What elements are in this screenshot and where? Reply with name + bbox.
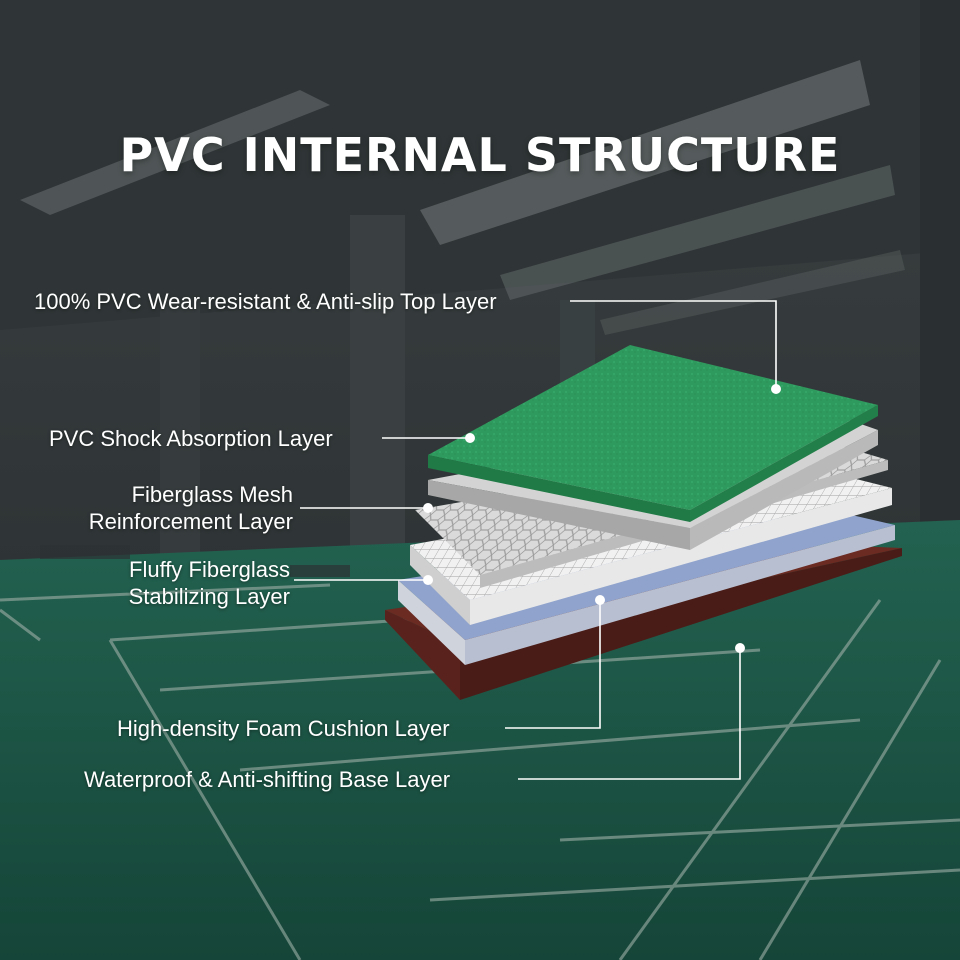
leader-dots <box>423 384 781 653</box>
dot-shock <box>465 433 475 443</box>
top-layer <box>428 345 878 510</box>
leader-top <box>570 300 777 389</box>
label-shock-layer: PVC Shock Absorption Layer <box>49 426 333 451</box>
label-mesh-line1: Fiberglass Mesh <box>131 482 293 507</box>
label-fluffy-line1: Fluffy Fiberglass <box>129 557 290 582</box>
label-foam-layer: High-density Foam Cushion Layer <box>117 716 450 741</box>
dot-base <box>735 643 745 653</box>
label-top-layer: 100% PVC Wear-resistant & Anti-slip Top … <box>34 289 497 314</box>
dot-mesh <box>423 503 433 513</box>
court-floor <box>0 520 960 960</box>
leader-foam <box>505 600 601 729</box>
label-mesh-layer: Fiberglass Mesh Reinforcement Layer <box>40 481 293 535</box>
page-title: PVC INTERNAL STRUCTURE <box>119 128 841 182</box>
dot-fluffy <box>423 575 433 585</box>
dot-top <box>771 384 781 394</box>
dot-foam <box>595 595 605 605</box>
leader-lines <box>294 300 777 780</box>
label-fluffy-line2: Stabilizing Layer <box>128 584 290 609</box>
label-base-layer: Waterproof & Anti-shifting Base Layer <box>84 767 451 792</box>
label-fluffy-layer: Fluffy Fiberglass Stabilizing Layer <box>40 556 290 610</box>
layer-stack <box>385 345 902 700</box>
label-mesh-line2: Reinforcement Layer <box>88 509 293 534</box>
leader-base <box>518 648 741 780</box>
